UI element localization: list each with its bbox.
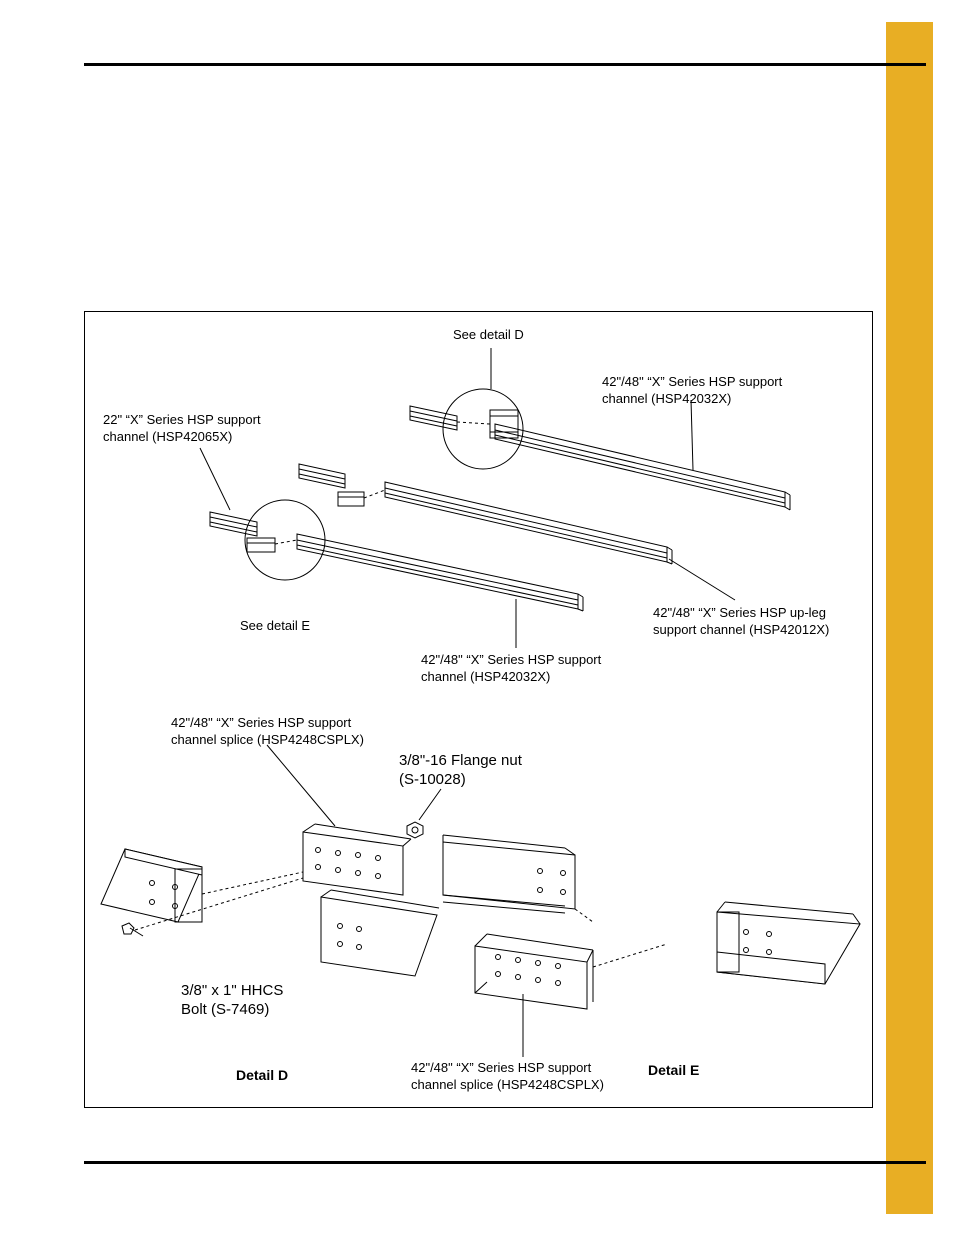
splice-top-leader (266, 744, 336, 827)
detail-d-circle (442, 388, 524, 470)
side-tab (886, 22, 933, 1214)
detail-e-splice (474, 933, 594, 1010)
support-channel-bottom (296, 533, 584, 612)
splice-detail-e (246, 537, 276, 553)
label-upleg-channel: 42"/48" “X” Series HSP up-leg support ch… (653, 605, 830, 637)
label-support-channel-top: 42"/48" “X” Series HSP support channel (… (602, 374, 783, 406)
assembly-figure: See detail D 42"/48" “X” Series HSP supp… (84, 311, 873, 1108)
label-bolt: 3/8" x 1" HHCS Bolt (S-7469) (181, 982, 284, 1018)
hhcs-bolt (121, 922, 144, 937)
label-detail-e: Detail E (648, 1062, 700, 1078)
splice-near-detail-d (489, 409, 519, 439)
flange-nut-leader (418, 788, 442, 821)
short-channel-22 (209, 511, 258, 537)
label-support-22: 22" “X” Series HSP support channel (HSP4… (103, 412, 261, 444)
splice-middle (337, 491, 365, 507)
short-channel-middle (298, 463, 346, 489)
label-detail-d: Detail D (236, 1067, 289, 1083)
footer-rule (84, 1161, 926, 1164)
upleg-support-channel (384, 481, 673, 565)
support-top-leader (690, 399, 694, 471)
detail-d-channel-lower (320, 889, 440, 977)
label-see-detail-d: See detail D (453, 327, 524, 342)
support-channel-top-right (494, 423, 791, 511)
label-splice-bottom: 42"/48" “X” Series HSP support channel s… (411, 1060, 604, 1092)
detail-d-splice-top (302, 823, 412, 896)
label-flange-nut: 3/8"-16 Flange nut (S-10028) (399, 752, 522, 788)
support-22-leader (199, 447, 231, 511)
flange-nut (406, 821, 424, 839)
upleg-leader (668, 558, 736, 601)
detail-d-left-channel (100, 848, 203, 923)
detail-e-circle (244, 499, 326, 581)
header-rule (84, 63, 926, 66)
detail-e-right-channel (716, 901, 861, 985)
assembly-drawing (100, 348, 861, 1057)
label-splice-top: 42"/48" “X” Series HSP support channel s… (171, 715, 364, 747)
detail-e-channel-upper (442, 834, 576, 914)
label-support-channel-bottom: 42"/48" “X” Series HSP support channel (… (421, 652, 602, 684)
short-channel-near-detail-d (409, 405, 458, 431)
label-see-detail-e: See detail E (240, 618, 311, 633)
